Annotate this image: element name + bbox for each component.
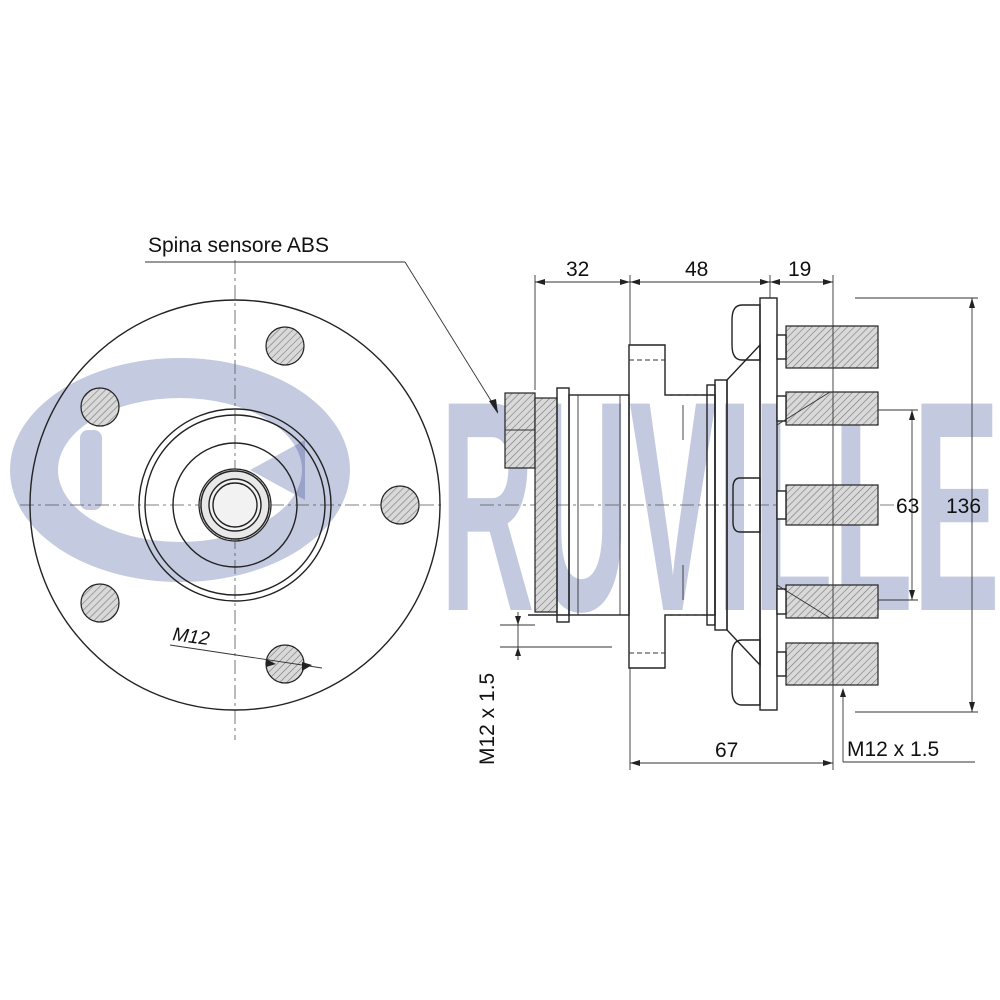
label-abs-sensor-pin: Spina sensore ABS: [148, 234, 329, 257]
hub-bore-inner: [208, 478, 262, 532]
abs-sensor-pin: [504, 392, 536, 469]
label-thread-left: M12 x 1.5: [476, 673, 499, 765]
dim-67: 67: [715, 739, 738, 762]
abs-leader-line: [404, 261, 499, 413]
dim-19: 19: [788, 258, 811, 281]
side-view: [480, 297, 905, 711]
watermark-ring-logo: [10, 358, 350, 582]
abs-leader-arrow: [489, 399, 498, 414]
bolt-head-2: [732, 477, 761, 533]
wheel-bolt-hole-2: [80, 387, 120, 427]
dim-48: 48: [685, 258, 708, 281]
wheel-stud-2: [785, 391, 879, 426]
hub-ring-circle: [144, 414, 326, 596]
dimension-lines: 32 48 19 67 63 136 M12 x 1.5 M12 x 1.5: [476, 258, 981, 770]
hub-bore-core: [212, 482, 258, 528]
wheel-stud-5: [785, 642, 879, 686]
front-view: M12: [20, 260, 445, 740]
wheel-bolt-hole-3: [380, 485, 420, 525]
hub-inner-circle: [172, 442, 298, 568]
wheel-stud-1: [785, 325, 879, 369]
m12-arrow-left: [266, 659, 276, 667]
abs-sensor-callout: Spina sensore ABS: [145, 234, 499, 414]
m12-leader-line: [169, 644, 323, 669]
wheel-stud-3: [785, 484, 879, 526]
abs-sensor-ring: [534, 397, 558, 613]
m12-arrow-right: [302, 662, 312, 671]
dim-32: 32: [566, 258, 589, 281]
wheel-stud-4: [785, 584, 879, 619]
label-m12-bolt: M12: [171, 624, 211, 650]
bolt-head-1: [731, 304, 761, 361]
hub-outer-circle: [138, 408, 332, 602]
label-thread-right: M12 x 1.5: [847, 738, 939, 761]
wheel-bolt-hole-1: [265, 326, 305, 366]
bolt-head-3: [731, 639, 761, 706]
wheel-bolt-hole-4: [80, 583, 120, 623]
dim-63: 63: [896, 495, 919, 518]
dim-136: 136: [946, 495, 981, 518]
flange-outer-circle: [29, 299, 441, 711]
